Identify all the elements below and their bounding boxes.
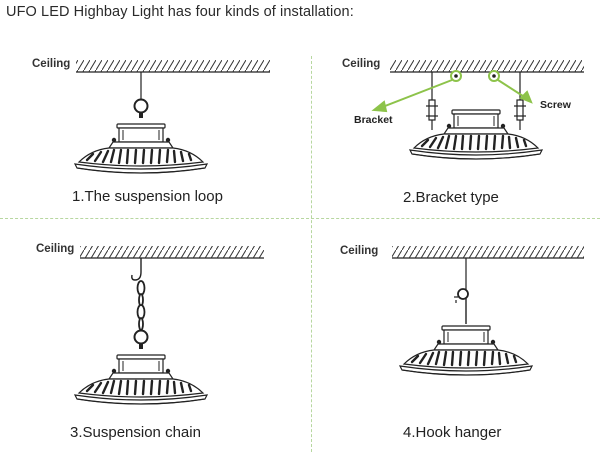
page-title: UFO LED Highbay Light has four kinds of …	[6, 4, 354, 20]
caption-bracket-type: 2.Bracket type	[403, 189, 499, 206]
ceiling-label-2: Ceiling	[342, 58, 381, 70]
ceiling-label-3: Ceiling	[36, 243, 75, 255]
horizontal-divider	[0, 218, 600, 219]
ceiling-label-1: Ceiling	[32, 58, 71, 70]
caption-suspension-chain: 3.Suspension chain	[70, 424, 201, 441]
bracket-label: Bracket	[354, 114, 393, 126]
caption-hook-hanger: 4.Hook hanger	[403, 424, 502, 441]
screw-label: Screw	[540, 99, 571, 111]
caption-suspension-loop: 1.The suspension loop	[72, 188, 223, 205]
panel-1-ceiling	[76, 60, 270, 73]
vertical-divider	[311, 56, 312, 452]
ceiling-label-4: Ceiling	[340, 245, 379, 257]
